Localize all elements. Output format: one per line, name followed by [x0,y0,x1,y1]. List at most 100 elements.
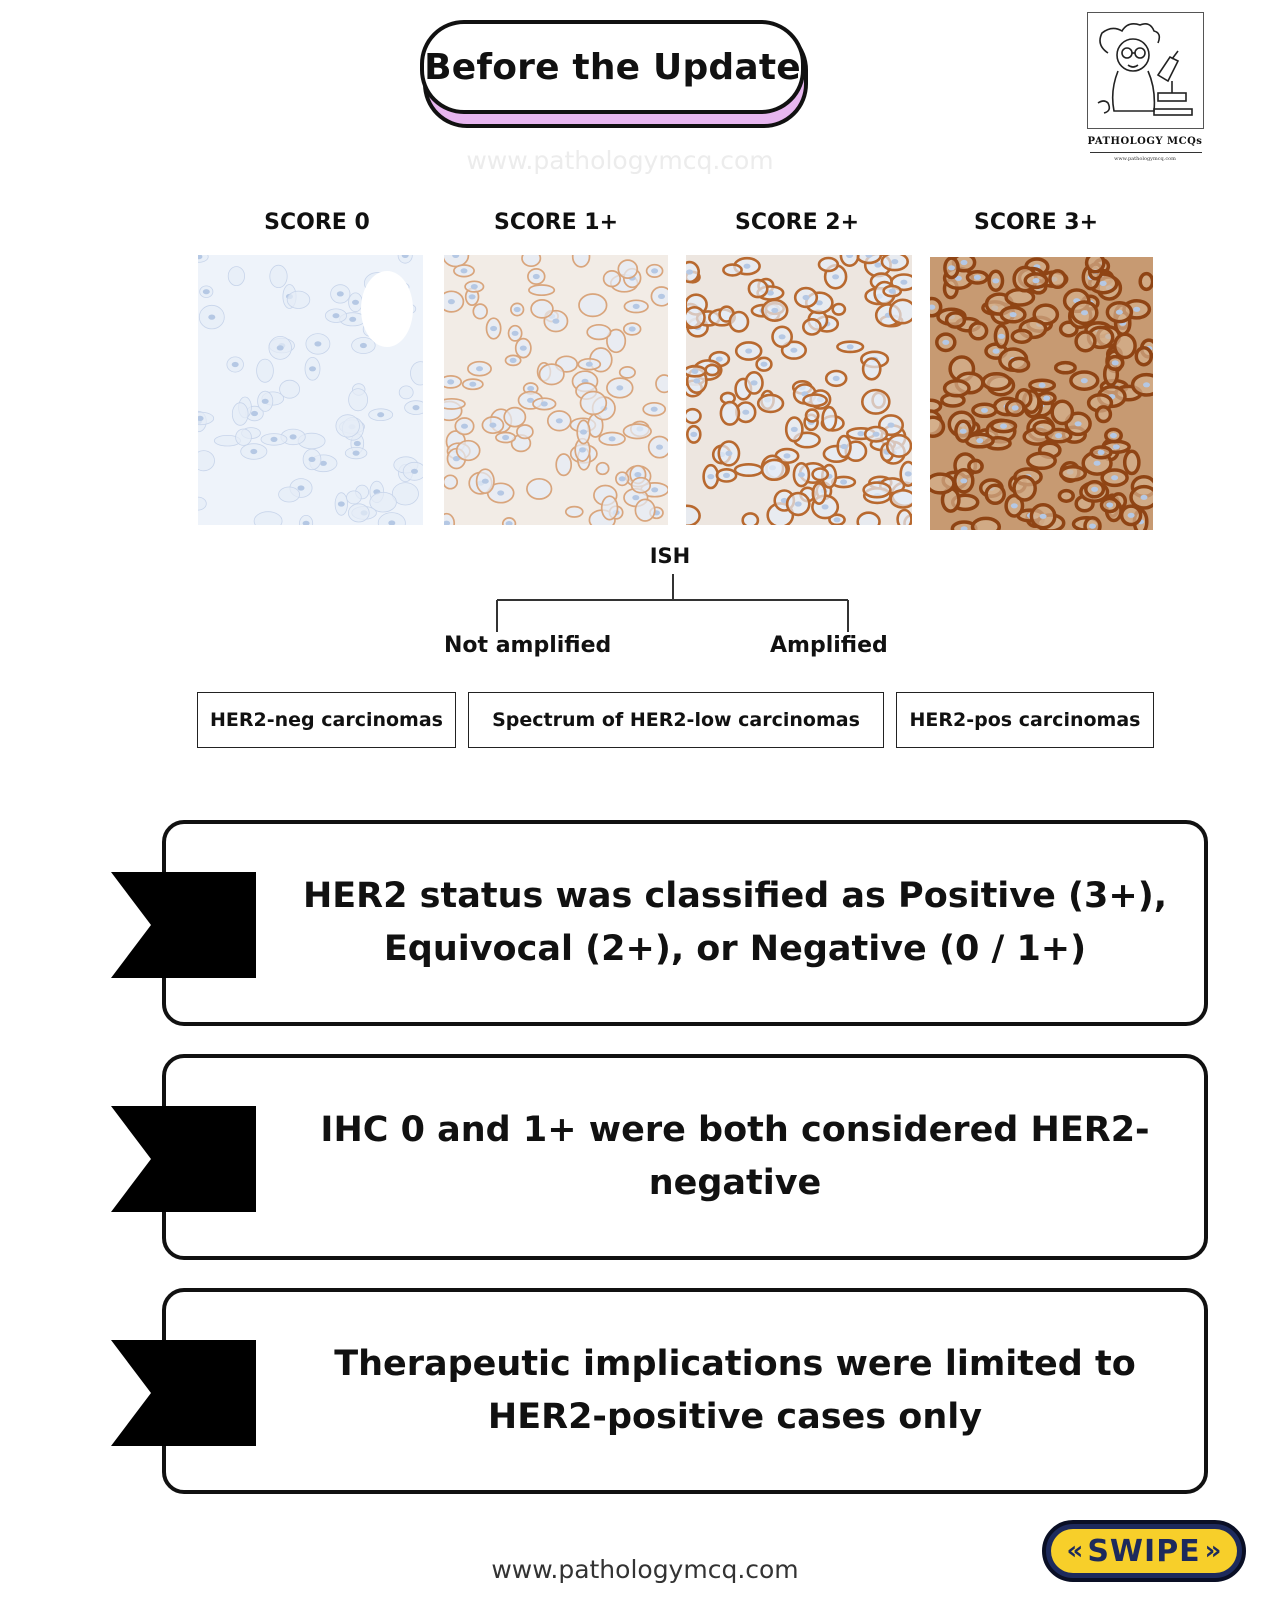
nucleus-mark [790,426,798,432]
cell-mark [586,323,612,341]
nucleus-mark [1112,444,1120,450]
info-card-1: HER2 status was classified as Positive (… [162,820,1208,1026]
nucleus-mark [1039,513,1047,519]
ish-branch-connector [496,574,849,632]
cell-mark [686,306,706,329]
class-box-her2-low: Spectrum of HER2-low carcinomas [468,692,884,748]
ribbon-bookmark-icon [111,1106,256,1212]
nucleus-mark [1011,405,1019,411]
swipe-button[interactable]: « SWIPE » [1042,1520,1246,1582]
cell-mark [472,303,488,320]
footer-url[interactable]: www.pathologymcq.com [491,1555,799,1584]
nucleus-mark [887,422,895,428]
ribbon-bookmark-icon [111,1340,256,1446]
info-card-text: IHC 0 and 1+ were both considered HER2-n… [320,1110,1150,1203]
nucleus-mark [651,487,659,493]
nucleus-mark [302,520,310,525]
nucleus-mark [511,330,519,336]
nucleus-mark [470,284,478,290]
nucleus-mark [202,289,210,295]
nucleus-mark [540,401,548,407]
nucleus-mark [289,434,297,440]
nucleus-mark [832,375,840,381]
nucleus-mark [954,275,962,281]
cell-mark [802,318,822,336]
cell-mark [278,486,300,503]
nucleus-mark [349,316,357,322]
nucleus-mark [992,278,1000,284]
cell-mark [968,321,989,341]
cell-mark [530,299,554,319]
cell-mark [198,496,207,511]
nucleus-mark [651,268,659,274]
nucleus-mark [846,344,854,350]
cell-mark [1008,356,1031,373]
swipe-label: SWIPE [1087,1533,1201,1569]
cell-mark [578,293,608,318]
cell-mark [231,402,249,426]
nucleus-mark [725,450,733,456]
cell-mark [811,482,827,506]
nucleus-mark [319,460,327,466]
cell-mark [1134,345,1153,367]
nucleus-mark [1111,360,1119,366]
cell-mark [391,482,419,506]
nucleus-mark [840,479,848,485]
cell-mark [618,366,636,379]
double-chevron-icon: » [1204,1536,1222,1566]
nucleus-mark [1133,306,1141,312]
cell-mark [555,453,573,477]
cell-mark [1074,330,1097,353]
logo-label: PATHOLOGY MCQs [1087,136,1203,147]
cell-mark [896,508,912,525]
nucleus-mark [715,356,723,362]
nucleus-mark [447,299,455,305]
cell-mark [198,411,215,426]
nucleus-mark [1097,449,1105,455]
nucleus-mark [314,341,322,347]
nucleus-mark [527,385,535,392]
nucleus-mark [297,485,305,491]
nucleus-mark [579,447,586,453]
nucleus-mark [743,263,751,269]
nucleus-mark [469,381,477,387]
cell-mark [279,379,300,399]
nucleus-mark [1140,494,1148,500]
nucleus-mark [618,476,626,482]
nucleus-mark [616,385,624,391]
cell-mark [831,302,847,316]
nucleus-mark [658,293,665,299]
nucleus-mark [1010,503,1018,509]
cell-mark [606,328,627,354]
nucleus-mark [377,412,385,418]
nucleus-mark [707,474,715,480]
cell-mark [686,504,701,525]
nucleus-mark [250,448,258,455]
nucleus-mark [997,333,1005,339]
cell-mark [622,423,652,440]
nucleus-mark [959,428,967,434]
nucleus-mark [468,294,476,300]
cell-mark [930,415,946,438]
cell-mark [235,428,252,446]
nucleus-mark [628,326,636,332]
nucleus-mark [960,478,968,484]
nucleus-mark [888,288,896,294]
info-card-2: IHC 0 and 1+ were both considered HER2-n… [162,1054,1208,1260]
cell-mark [444,474,459,490]
cell-mark [538,363,565,386]
cell-mark [760,458,788,482]
cell-mark [397,255,413,264]
cell-mark [410,361,423,386]
nucleus-mark [973,274,981,280]
cell-mark [521,255,542,268]
cell-mark [1053,360,1077,375]
score-1-micrograph [444,255,668,525]
cell-mark [839,255,860,267]
nucleus-mark [790,347,798,353]
micrograph-canvas [444,255,668,525]
micrograph-canvas [930,257,1153,530]
nucleus-mark [452,456,460,462]
nucleus-mark [208,314,216,320]
nucleus-mark [513,306,521,313]
